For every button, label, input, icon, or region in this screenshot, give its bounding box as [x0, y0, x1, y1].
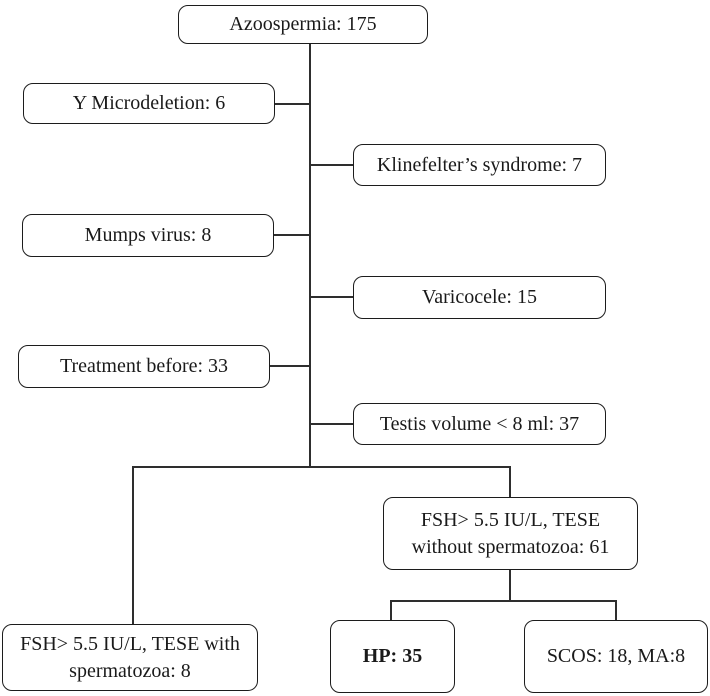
connector-drop-fsh-without	[509, 466, 511, 497]
connector-branch-main	[132, 466, 511, 468]
node-treatment-before: Treatment before: 33	[18, 345, 270, 388]
node-azoospermia: Azoospermia: 175	[178, 5, 428, 44]
connector-klinefelter	[310, 164, 354, 166]
connector-y-microdeletion	[275, 103, 311, 105]
node-fsh-tese-with: FSH> 5.5 IU/L, TESE with spermatozoa: 8	[2, 624, 258, 691]
connector-drop-hp	[390, 600, 392, 620]
connector-testis-volume	[310, 423, 353, 425]
connector-drop-scos	[615, 600, 617, 620]
node-testis-volume: Testis volume < 8 ml: 37	[353, 403, 606, 445]
node-mumps: Mumps virus: 8	[22, 214, 274, 257]
node-klinefelter: Klinefelter’s syndrome: 7	[353, 144, 606, 186]
connector-mumps	[274, 234, 311, 236]
connector-drop-fsh-with	[132, 466, 134, 624]
node-scos: SCOS: 18, MA:8	[524, 620, 708, 693]
node-hp: HP: 35	[330, 620, 455, 693]
connector-stub-fsh-without	[509, 570, 511, 602]
node-y-microdeletion: Y Microdeletion: 6	[23, 83, 275, 124]
connector-branch-sub	[390, 600, 617, 602]
connector-varicocele	[310, 296, 353, 298]
connector-treatment-before	[270, 365, 311, 367]
connector-spine	[309, 44, 311, 468]
node-fsh-tese-without: FSH> 5.5 IU/L, TESE without spermatozoa:…	[383, 497, 638, 570]
node-varicocele: Varicocele: 15	[353, 276, 606, 319]
